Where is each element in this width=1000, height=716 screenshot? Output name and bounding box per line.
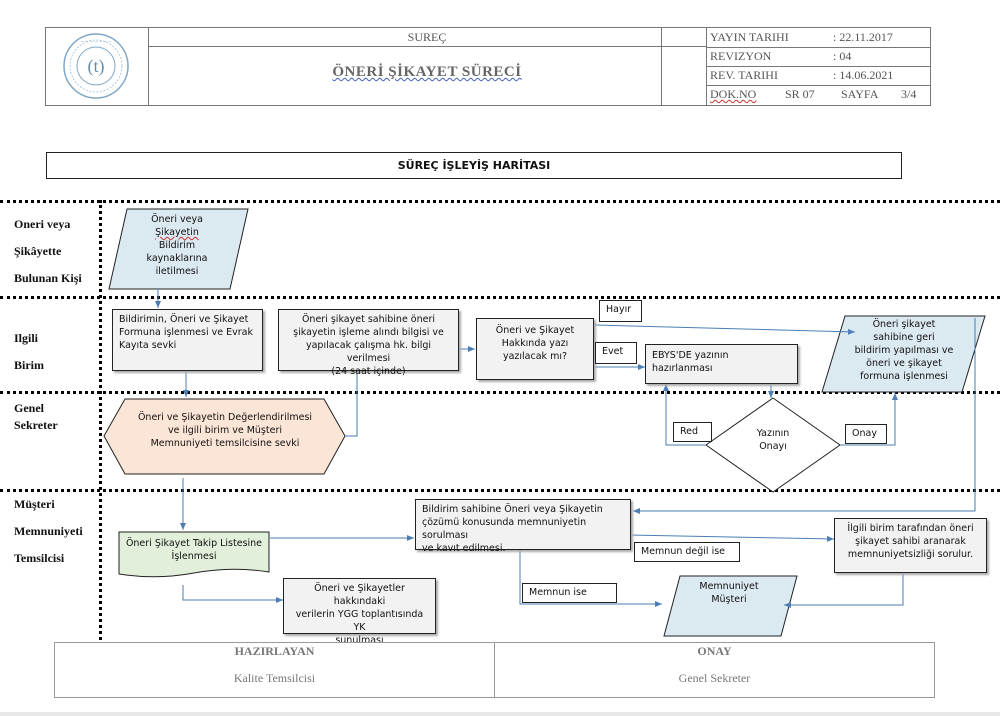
label-approved: Onay — [845, 424, 887, 444]
lane-divider — [0, 489, 1000, 492]
svg-text:~ ~ ~ ~ ~ ~ ~: ~ ~ ~ ~ ~ ~ ~ — [80, 39, 111, 44]
document-header: (t) ~ ~ ~ ~ ~ ~ ~ SUREÇ ÖNERİ ŞİKAYET SÜ… — [45, 27, 931, 106]
feedback-parallelogram — [821, 315, 986, 393]
approval-diamond — [705, 397, 841, 493]
title-cell: SUREÇ ÖNERİ ŞİKAYET SÜRECİ — [148, 28, 707, 105]
process-label: SUREÇ — [148, 28, 706, 47]
page-edge — [0, 712, 1000, 716]
satisfied-node-text: Memnuniyet Müşteri — [699, 581, 759, 605]
lane-divider — [0, 200, 1000, 203]
meta-rev-date: REV. TARIHI : 14.06.2021 — [707, 66, 930, 86]
university-seal-logo: (t) ~ ~ ~ ~ ~ ~ ~ — [63, 33, 129, 99]
document-title: ÖNERİ ŞİKAYET SÜRECİ — [332, 64, 522, 80]
label-rejected: Red — [673, 422, 712, 442]
unit-callback-box: İlgili birim tarafından öneri şikayet sa… — [834, 518, 987, 573]
label-no: Hayır — [599, 300, 642, 322]
satisfied-parallelogram — [663, 575, 798, 637]
ygg-meeting-box: Öneri ve Şikayetler hakkındaki verilerin… — [283, 578, 436, 646]
label-not-satisfied: Memnun değil ise — [634, 542, 740, 562]
start-parallelogram — [108, 208, 249, 290]
lane-label-customer-rep: Müşteri Memnuniyeti Temsilcisi — [14, 497, 83, 565]
svg-text:(t): (t) — [88, 56, 105, 77]
feedback-node-text: Öneri şikayet sahibine geri bildirim yap… — [854, 319, 954, 382]
signature-footer: HAZIRLAYAN Kalite Temsilcisi ONAY Genel … — [54, 642, 935, 698]
map-title: SÜREÇ İŞLEYİŞ HARİTASI — [46, 152, 902, 179]
lane-label-applicant: Oneri veya Şikâyette Bulunan Kişi — [14, 217, 82, 285]
lane-label-divider — [99, 200, 102, 640]
lane-label-unit: Ilgili Birim — [14, 331, 44, 372]
label-satisfied: Memnun ise — [522, 583, 617, 603]
inform-applicant-box: Öneri şikayet sahibine öneri şikayetin i… — [278, 309, 459, 377]
meta-publish-date: YAYIN TARIHI : 22.11.2017 — [707, 28, 930, 48]
evaluate-hexagon — [103, 398, 346, 475]
register-form-box: Bildirimin, Öneri ve Şikayet Formuna işl… — [112, 309, 263, 371]
tracking-document — [118, 531, 270, 578]
approval-node-text: Yazının Onayı — [756, 428, 790, 452]
evaluate-node-text: Öneri ve Şikayetin Değerlendirilmesi ve … — [137, 412, 313, 449]
meta-revision: REVIZYON : 04 — [707, 47, 930, 67]
label-yes: Evet — [595, 342, 637, 364]
tracking-node-text: Öneri Şikayet Takip Listesine İşlenmesi — [125, 538, 263, 562]
prepared-by-cell: HAZIRLAYAN Kalite Temsilcisi — [55, 643, 495, 697]
ebys-prepare-box: EBYS'DE yazının hazırlanması — [645, 344, 798, 384]
logo-cell: (t) ~ ~ ~ ~ ~ ~ ~ — [46, 28, 149, 105]
lane-label-secretary: Genel Sekreter — [14, 401, 58, 432]
lane-divider — [0, 391, 1000, 394]
start-node-text: Öneri veya Şikayetin Bildirim kaynakları… — [146, 214, 208, 277]
meta-doc-no: DOK.NO SR 07 SAYFA 3/4 — [710, 87, 917, 101]
lane-divider — [0, 296, 1000, 299]
header-divider — [661, 27, 662, 106]
decision-letter-box: Öneri ve Şikayet Hakkında yazı yazılacak… — [476, 318, 594, 380]
satisfaction-inquiry-box: Bildirim sahibine Öneri veya Şikayetin ç… — [415, 499, 631, 554]
approved-by-cell: ONAY Genel Sekreter — [678, 644, 751, 685]
